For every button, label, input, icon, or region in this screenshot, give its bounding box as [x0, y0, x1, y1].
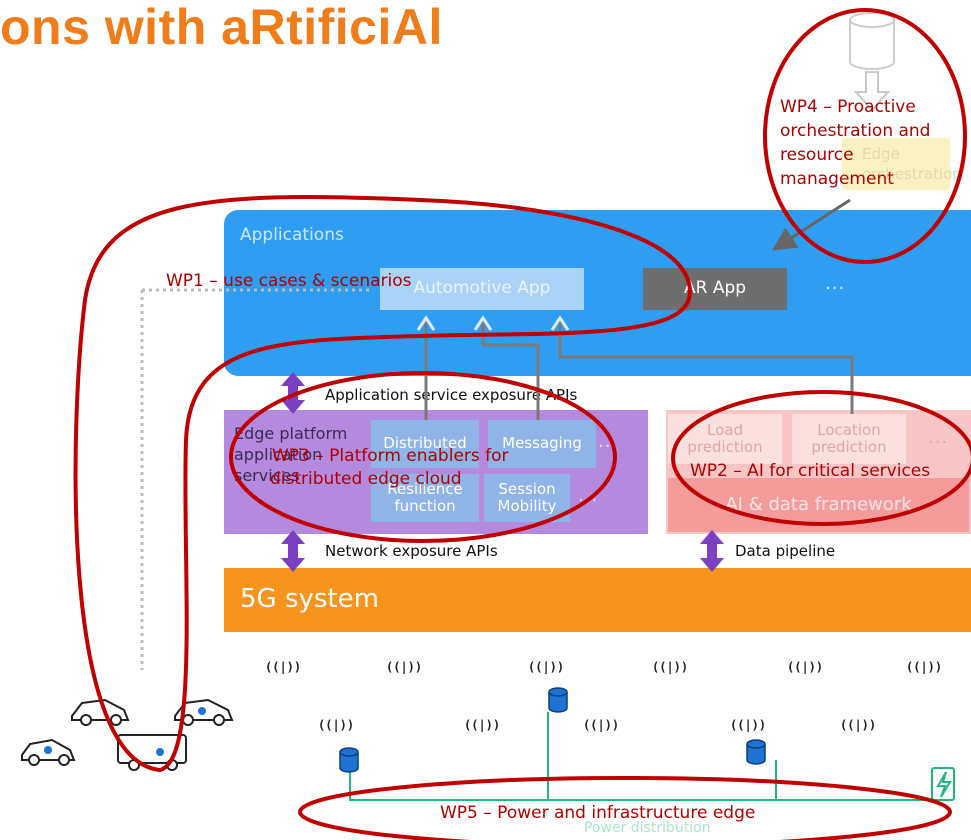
cell-tower-icon: ((|)): [652, 660, 689, 674]
5g-system-band: [224, 568, 971, 632]
load-prediction-label: Load prediction: [687, 420, 763, 456]
cell-tower-icon: ((|)): [730, 718, 767, 732]
edge-orchestration-box[interactable]: [842, 138, 950, 190]
wp4-label-line1: WP4 – Proactive: [780, 97, 916, 117]
sw-database-icon: [849, 12, 895, 70]
app-api-arrow: [281, 372, 305, 414]
data-pipeline-arrow: [700, 530, 724, 572]
wp4-label-line2: orchestration and: [780, 121, 931, 141]
wp4-label-line4: management: [780, 169, 894, 189]
cell-tower-icon: ((|)): [464, 718, 501, 732]
session-mobility-box[interactable]: Session Mobility: [484, 474, 570, 522]
sw-down-arrow: [853, 71, 891, 112]
resilience-box[interactable]: Resilience function: [371, 474, 479, 522]
dotted-connector: [140, 288, 370, 670]
data-pipeline-label: Data pipeline: [735, 542, 836, 560]
wp1-label: WP1 – use cases & scenarios: [166, 271, 412, 291]
edge-platform-label: Edge platform application services: [234, 424, 348, 485]
cell-tower-icon: ((|)): [906, 660, 943, 674]
battery-icon: [931, 767, 955, 801]
edge-orchestration-label: Edge orchestration: [862, 145, 962, 184]
network-api-arrow: [281, 530, 305, 572]
wp4-highlight: [763, 8, 967, 264]
cell-tower-icon: ((|)): [318, 718, 355, 732]
service-connectors: [424, 322, 854, 420]
location-prediction-label: Location prediction: [811, 420, 887, 456]
distributed-label: Distributed: [383, 434, 467, 453]
applications-more: ···: [825, 278, 846, 299]
edge-database-icon: [548, 687, 568, 713]
session-mobility-label: Session Mobility: [497, 479, 557, 515]
automotive-app-box[interactable]: Automotive App: [380, 268, 584, 310]
wp5-label: WP5 – Power and infrastructure edge: [440, 803, 756, 823]
car-icon: [71, 698, 130, 726]
wp2-label: WP2 – AI for critical services: [690, 461, 931, 481]
location-prediction-box[interactable]: Location prediction: [792, 414, 906, 464]
automotive-app-label: Automotive App: [413, 278, 551, 299]
cell-tower-icon: ((|)): [787, 660, 824, 674]
resilience-label: Resilience function: [387, 479, 463, 515]
power-distribution-label: Power distribution: [584, 820, 711, 836]
ar-app-label: AR App: [683, 278, 747, 299]
app-service-api-label: Application service exposure APIs: [325, 386, 578, 404]
distributed-box[interactable]: Distributed: [371, 420, 479, 468]
cell-tower-icon: ((|)): [265, 660, 302, 674]
wp3-label-line2: distributed edge cloud: [270, 469, 462, 489]
messaging-box[interactable]: Messaging: [488, 420, 596, 468]
applications-band: [224, 210, 971, 376]
cell-tower-icon: ((|)): [528, 660, 565, 674]
wp-highlights: [73, 8, 971, 840]
ai-more: ···: [928, 432, 949, 453]
load-prediction-box[interactable]: Load prediction: [668, 414, 782, 464]
orchestration-arrow: [771, 198, 851, 251]
ar-app-box[interactable]: AR App: [643, 268, 787, 310]
wp5-highlight: [298, 776, 952, 840]
api-arrows: [281, 372, 724, 572]
car-icon: [21, 738, 76, 766]
edge-database-icon: [339, 747, 359, 773]
wp3-highlight: [229, 371, 617, 543]
wp1-highlight: [73, 194, 693, 773]
wp2-highlight: [671, 390, 971, 526]
edge-database-icon: [746, 739, 766, 765]
network-api-label: Network exposure APIs: [325, 542, 498, 560]
5g-system-label: 5G system: [240, 584, 379, 614]
ai-framework-label: AI & data framework: [725, 493, 912, 515]
cell-tower-icon: ((|)): [583, 718, 620, 732]
cell-tower-icon: ((|)): [840, 718, 877, 732]
cell-tower-icon: ((|)): [386, 660, 423, 674]
wp3-label-line1: WP3 – Platform enablers for: [272, 446, 509, 466]
slide-title: ons with aRtificiAl: [0, 0, 443, 55]
applications-label: Applications: [240, 225, 344, 245]
wp4-label-line3: resource: [780, 145, 854, 165]
connector-arrowheads: [416, 315, 570, 331]
messaging-label: Messaging: [502, 434, 582, 453]
